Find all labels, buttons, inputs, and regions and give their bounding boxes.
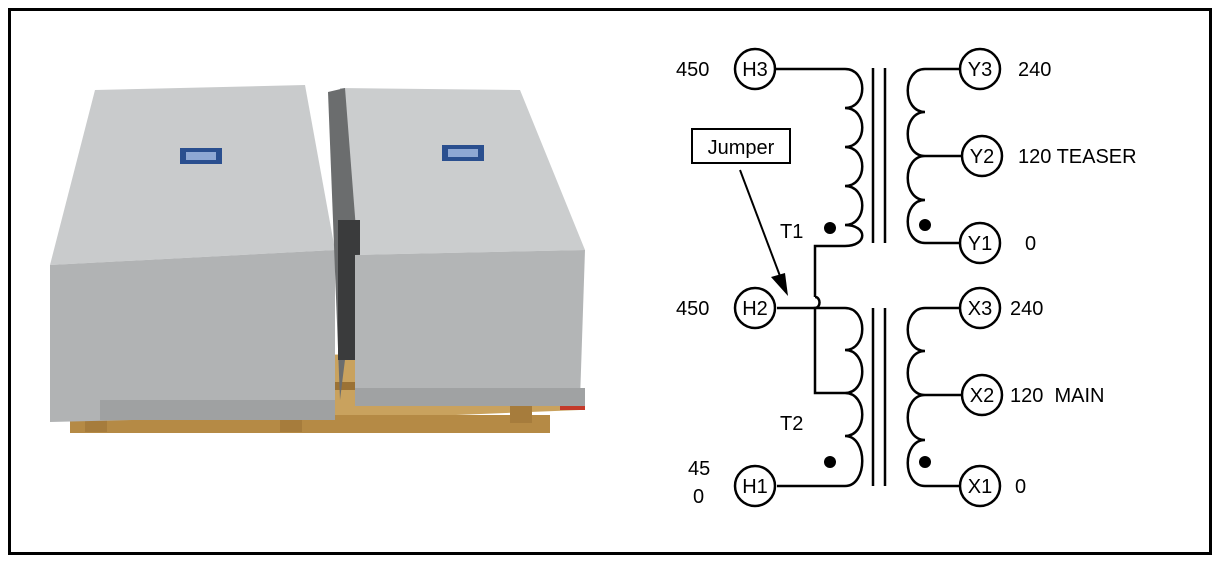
t1-secondary-polarity-dot — [919, 219, 931, 231]
y3-voltage-label: 240 — [1018, 59, 1051, 81]
x2-voltage-label: 120 MAIN — [1010, 385, 1104, 407]
h3-terminal-label: H3 — [742, 59, 768, 81]
x1-voltage-label: 0 — [1015, 476, 1026, 498]
terminal-h3 — [733, 47, 777, 91]
t2-primary-polarity-dot — [824, 456, 836, 468]
t1-primary-coil — [775, 67, 864, 297]
t2-secondary-polarity-dot — [919, 456, 931, 468]
terminal-h1 — [733, 464, 777, 508]
h1-voltage-label-line2: 0 — [693, 486, 704, 508]
h3-voltage-label: 450 — [676, 59, 709, 81]
h1-voltage-label-line1: 45 — [688, 458, 710, 480]
jumper-arrow-head — [771, 273, 788, 296]
terminal-h2 — [733, 286, 777, 330]
t1-label: T1 — [780, 221, 803, 243]
h2-terminal-label: H2 — [742, 298, 768, 320]
y1-terminal-label: Y1 — [968, 233, 992, 255]
terminal-x3 — [958, 286, 1002, 330]
h1-terminal-label: H1 — [742, 476, 768, 498]
jumper-arrow-shaft — [739, 169, 781, 277]
y2-terminal-label: Y2 — [970, 146, 994, 168]
x1-terminal-label: X1 — [968, 476, 992, 498]
t1-primary-polarity-dot — [824, 222, 836, 234]
h2-voltage-label: 450 — [676, 298, 709, 320]
y1-voltage-label: 0 — [1025, 233, 1036, 255]
terminal-x2 — [960, 373, 1004, 417]
terminal-y2 — [960, 134, 1004, 178]
jumper-wire — [813, 295, 845, 395]
jumper-label-box — [691, 128, 791, 164]
y3-terminal-label: Y3 — [968, 59, 992, 81]
t2-label: T2 — [780, 413, 803, 435]
transformers-photo — [50, 85, 585, 433]
x3-terminal-label: X3 — [968, 298, 992, 320]
jumper-label: Jumper — [708, 137, 775, 159]
y2-voltage-label: 120 TEASER — [1018, 146, 1137, 168]
x3-voltage-label: 240 — [1010, 298, 1043, 320]
terminal-x1 — [958, 464, 1002, 508]
t2-secondary-coil — [906, 306, 960, 488]
terminal-y1 — [958, 221, 1002, 265]
terminal-y3 — [958, 47, 1002, 91]
x2-terminal-label: X2 — [970, 385, 994, 407]
right-transformer-enclosure — [328, 88, 585, 406]
left-transformer-enclosure — [50, 85, 335, 422]
t2-primary-coil — [777, 306, 864, 488]
